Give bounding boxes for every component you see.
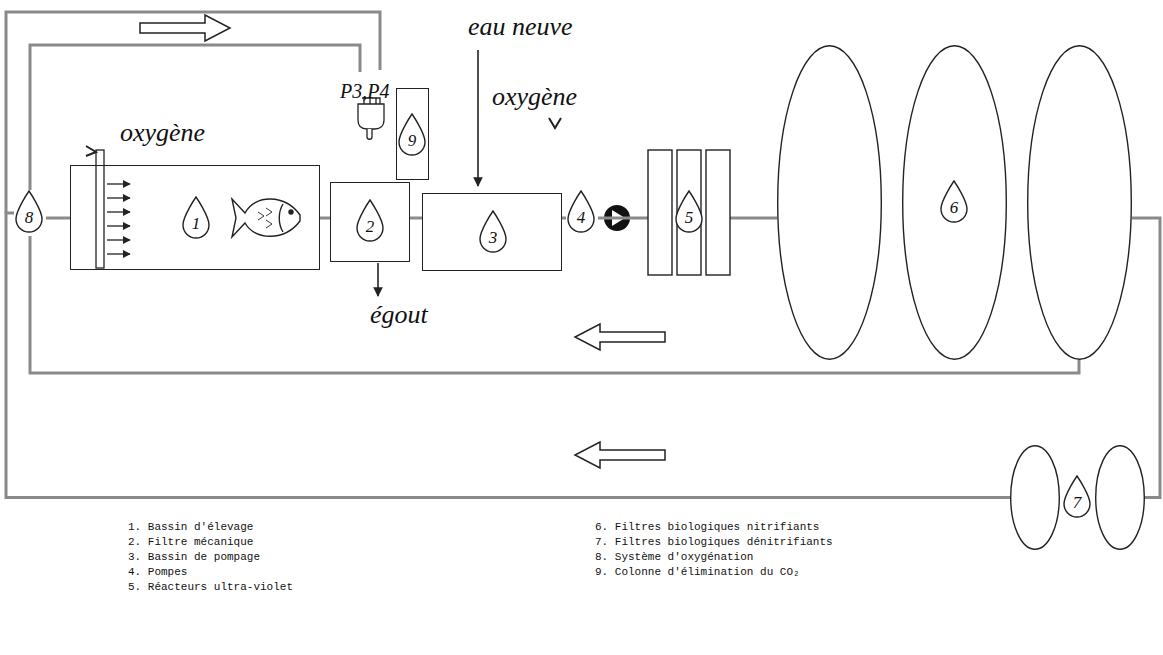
legend-item: 7. Filtres biologiques dénitrifiants <box>595 535 833 549</box>
rearing-tank: 1 <box>70 165 320 270</box>
mechanical-filter: 2 <box>330 182 410 262</box>
callout-number: 4 <box>566 208 596 228</box>
pipe <box>30 45 360 190</box>
bubble-arrow <box>107 239 130 240</box>
fish <box>232 199 300 237</box>
pumps: 4 <box>566 190 598 236</box>
callout-droplet: 9 <box>397 113 427 157</box>
callout-droplet: 5 <box>674 190 704 234</box>
uv-tube <box>706 150 730 275</box>
pipe-connector <box>730 217 777 220</box>
pipe-connector <box>598 217 648 220</box>
oxygen-arrow <box>86 146 96 156</box>
outflow-arrow <box>377 263 379 296</box>
callout-droplet: 1 <box>181 196 211 240</box>
flow-arrow <box>140 15 230 41</box>
annotation: oxygène <box>120 118 205 148</box>
legend-item: 6. Filtres biologiques nitrifiants <box>595 520 819 534</box>
bubble-arrow <box>107 253 130 254</box>
flow-arrow <box>575 442 665 468</box>
pipe-connector <box>1132 218 1160 498</box>
legend-item: 2. Filtre mécanique <box>128 535 253 549</box>
callout-number: 1 <box>181 214 211 234</box>
legend-item: 4. Pompes <box>128 565 187 579</box>
callout-number: 6 <box>939 198 969 218</box>
legend-item: 9. Colonne d'élimination du CO₂ <box>595 565 800 579</box>
callout-number: 3 <box>478 228 508 248</box>
legend-item: 1. Bassin d'élevage <box>128 520 253 534</box>
pipe-connector <box>410 217 422 220</box>
legend-item: 8. Système d'oxygénation <box>595 550 753 564</box>
pumping-basin: 3 <box>422 193 562 271</box>
callout-droplet: 4 <box>566 190 596 234</box>
bubble-arrow <box>107 211 130 212</box>
legend-item: 3. Bassin de pompage <box>128 550 260 564</box>
annotation: eau neuve <box>468 12 573 42</box>
callout-droplet: 6 <box>939 180 969 224</box>
pipe-connector <box>562 217 566 220</box>
co2-column: 9 <box>396 88 429 180</box>
filter-vessel <box>778 46 882 360</box>
uv-tube <box>648 150 672 275</box>
callout-droplet: 3 <box>478 210 508 254</box>
oxygen-arrow <box>549 118 561 128</box>
annotation: oxygène <box>492 82 577 112</box>
bubble-arrow <box>107 183 130 184</box>
hand-icon <box>358 98 384 139</box>
callout-number: 8 <box>14 208 44 228</box>
uv-reactors: 5 <box>648 150 730 275</box>
callout-number: 7 <box>1062 493 1092 513</box>
pipe <box>6 12 380 213</box>
filter-vessel <box>1011 446 1060 550</box>
annotation: égout <box>370 300 428 330</box>
inflow-arrow <box>477 50 479 186</box>
diffuser <box>96 150 104 268</box>
bubble-arrow <box>107 197 130 198</box>
pipe-connector <box>46 217 70 220</box>
callout-droplet: 7 <box>1062 475 1092 519</box>
bubble-arrow <box>107 225 130 226</box>
nitrifying-filters: 6 <box>777 45 1132 360</box>
callout-number: 5 <box>674 208 704 228</box>
callout-number: 2 <box>355 217 385 237</box>
filter-vessel <box>1096 446 1145 550</box>
callout-droplet: 2 <box>355 199 385 243</box>
filter-vessel <box>903 46 1007 360</box>
legend-item: 5. Réacteurs ultra-violet <box>128 580 293 594</box>
denitrifying-filters: 7 <box>1010 445 1145 550</box>
flow-arrow <box>575 324 665 350</box>
callout-droplet: 8 <box>14 190 44 234</box>
pipe-connector <box>320 217 330 220</box>
oxygenation-system: 8 <box>14 190 46 236</box>
annotation: P3,P4 <box>340 76 389 106</box>
filter-vessel <box>1028 46 1132 360</box>
callout-number: 9 <box>397 131 427 151</box>
